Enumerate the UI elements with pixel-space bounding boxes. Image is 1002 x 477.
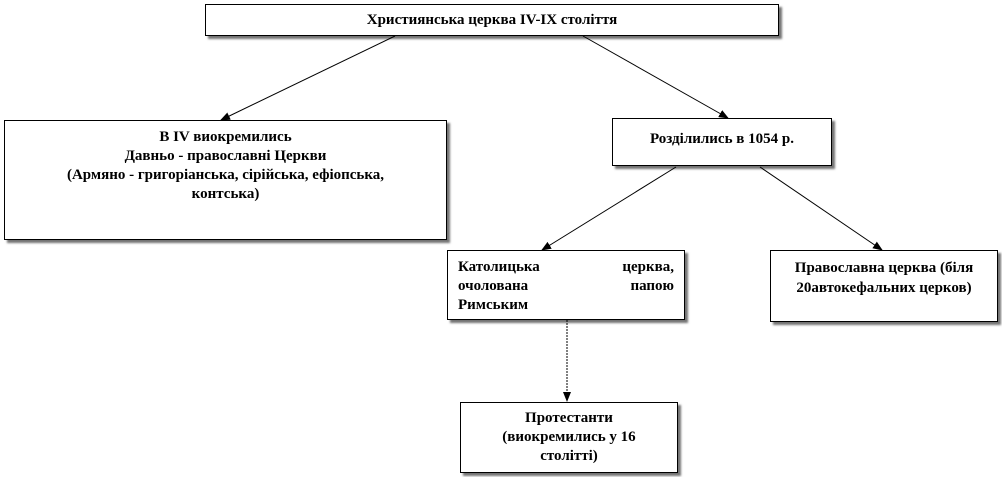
node-ancient-line-1: В IV виокремились xyxy=(159,129,292,145)
node-protestants: Протестанти (виокремились у 16 столітті) xyxy=(460,402,678,473)
arrow-split-to-catholic xyxy=(541,166,677,251)
node-catholic-word-2a: очолована xyxy=(458,278,529,294)
node-orthodox-line-1: Православна церква (біля xyxy=(794,260,974,276)
node-orthodox-line-2: 20автокефальних церков) xyxy=(796,280,972,296)
node-root-title: Християнська церква IV-IX століття xyxy=(366,12,618,28)
node-schism-label: Розділились в 1054 р. xyxy=(650,131,794,147)
arrow-root-to-split xyxy=(582,35,729,119)
node-protestants-line-3: столітті) xyxy=(540,448,598,464)
node-catholic-word-1a: Католицька xyxy=(458,259,540,275)
node-catholic-line-1: Католицька церква, xyxy=(458,258,674,277)
node-ancient-churches: В IV виокремились Давньо - православні Ц… xyxy=(4,120,447,240)
node-ancient-line-3: (Армяно - григоріанська, сірійська, ефіо… xyxy=(66,167,385,183)
node-orthodox-church: Православна церква (біля 20автокефальних… xyxy=(770,250,998,322)
node-schism-1054: Розділились в 1054 р. xyxy=(612,118,832,166)
node-catholic-line-2: очолована папою xyxy=(458,277,674,296)
node-ancient-line-2: Давньо - православні Церкви xyxy=(124,148,327,164)
node-catholic-word-1b: церква, xyxy=(622,259,674,275)
node-protestants-line-1: Протестанти xyxy=(525,410,613,426)
node-catholic-line-3: Римським xyxy=(458,297,529,313)
node-catholic-word-2b: папою xyxy=(630,278,674,294)
node-root: Християнська церква IV-IX століття xyxy=(205,4,779,36)
node-protestants-line-2: (виокремились у 16 xyxy=(502,429,636,445)
node-catholic-church: Католицька церква, очолована папою Римсь… xyxy=(447,250,685,320)
arrow-root-to-ancient xyxy=(220,35,396,121)
arrow-split-to-orthodox xyxy=(759,166,883,251)
node-ancient-line-4: контська) xyxy=(191,186,260,202)
